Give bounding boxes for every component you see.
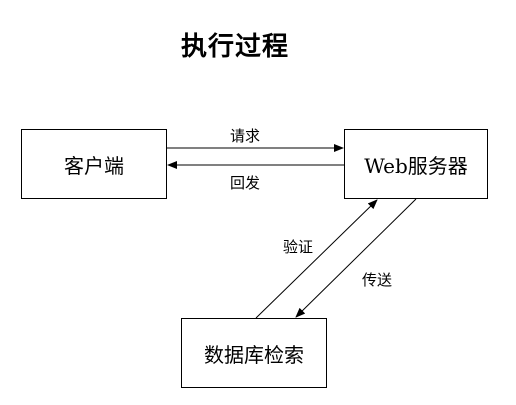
request-label: 请求	[230, 127, 261, 145]
transfer-label: 传送	[362, 271, 393, 289]
client-node: 客户端	[21, 129, 167, 199]
web-server-node: Web服务器	[344, 129, 488, 199]
verify-arrow	[255, 199, 378, 319]
web-server-node-label: Web服务器	[364, 153, 468, 178]
transfer-arrow	[295, 198, 417, 318]
diagram-title: 执行过程	[180, 32, 289, 62]
database-search-node: 数据库检索	[181, 318, 327, 388]
client-node-label: 客户端	[64, 153, 124, 178]
database-search-node-label: 数据库检索	[204, 342, 304, 367]
response-label: 回发	[230, 174, 261, 192]
verify-label: 验证	[283, 238, 314, 256]
